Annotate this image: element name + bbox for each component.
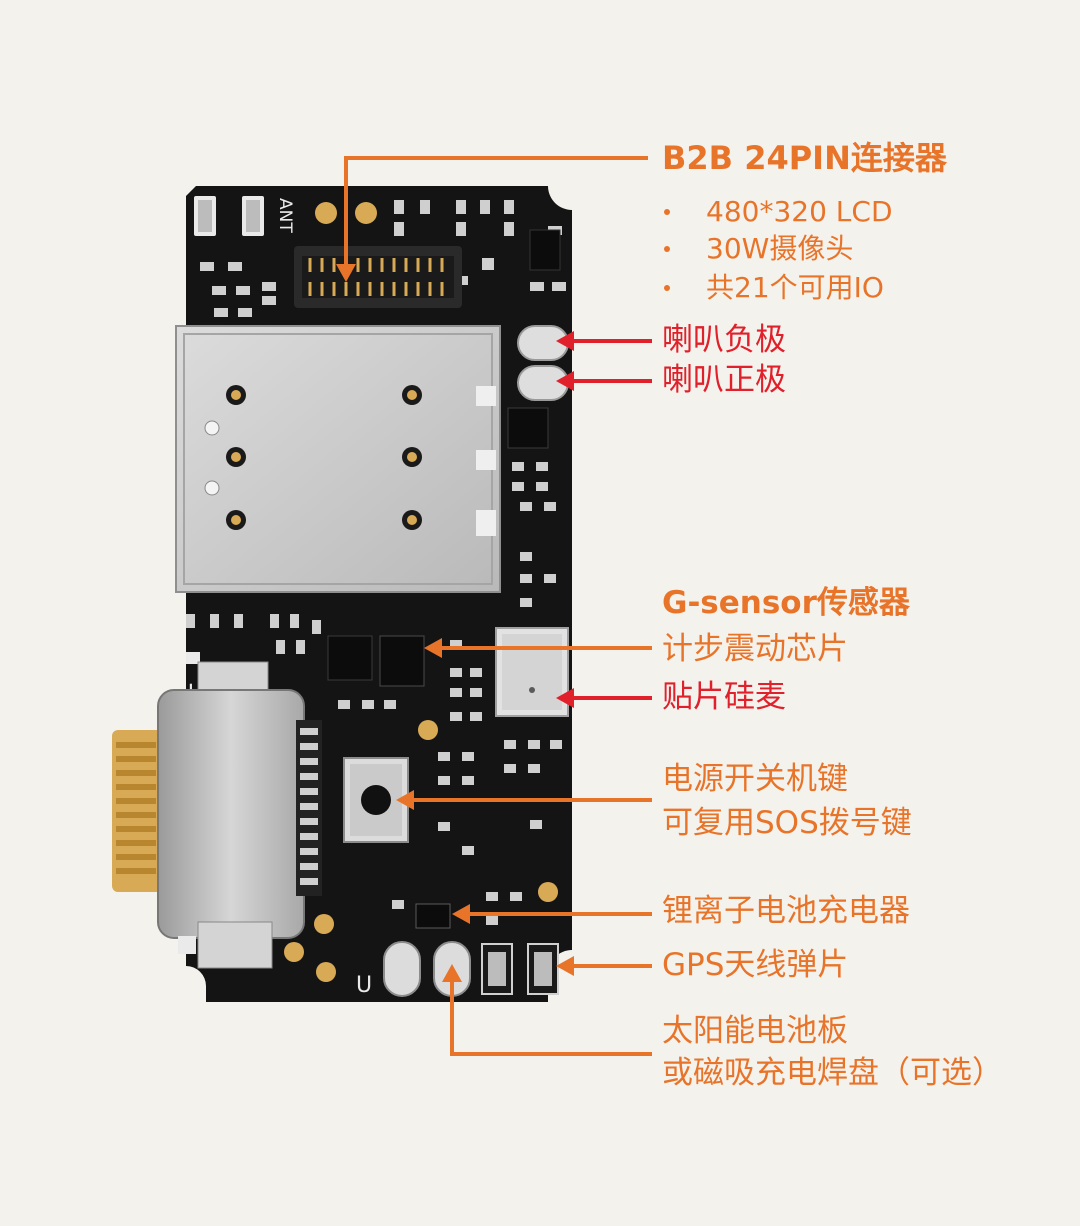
solar-arrowhead	[442, 964, 462, 982]
charger-chip	[415, 903, 451, 929]
b2b-bullet-dots	[664, 209, 670, 291]
mic-arrowhead	[556, 688, 574, 708]
b2b-bullet-camera: 30W摄像头	[706, 232, 854, 265]
gsensor-arrowhead	[424, 638, 442, 658]
power-key-line1: 电源开关机键	[662, 761, 848, 797]
b2b-arrowhead	[336, 264, 356, 282]
charger-label: 锂离子电池充电器	[662, 893, 910, 929]
gps-arrowhead	[556, 956, 574, 976]
solar-line2: 或磁吸充电焊盘（可选）	[662, 1055, 1003, 1091]
gps-label: GPS天线弹片	[662, 947, 849, 983]
gsensor-title: G-sensor传感器	[662, 585, 910, 621]
pcb-board: ANT	[112, 186, 572, 1002]
b2b-title: B2B 24PIN连接器	[662, 139, 947, 177]
b2b-bullet-io: 共21个可用IO	[706, 271, 884, 304]
b2b-bullet-lcd: 480*320 LCD	[706, 195, 893, 228]
power-button	[343, 757, 409, 843]
b2b-connector	[294, 246, 462, 308]
usb-c-connector	[112, 661, 322, 969]
leader-lines	[336, 156, 652, 1056]
charger-arrowhead	[452, 904, 470, 924]
power-key-arrowhead	[396, 790, 414, 810]
gsensor-subtitle: 计步震动芯片	[662, 631, 848, 667]
b2b-leader-line	[344, 156, 648, 272]
sim-card-shield	[175, 325, 501, 593]
silkscreen-ant: ANT	[275, 198, 295, 233]
speaker-pos-arrowhead	[556, 371, 574, 391]
solar-leader-line	[450, 976, 652, 1056]
gps-antenna-spring	[481, 943, 559, 995]
speaker-neg-arrowhead	[556, 331, 574, 351]
speaker-neg-label: 喇叭负极	[662, 322, 786, 358]
solar-line1: 太阳能电池板	[662, 1013, 848, 1049]
gsensor-chip	[379, 635, 425, 687]
mems-microphone	[495, 627, 569, 717]
power-key-line2: 可复用SOS拨号键	[662, 805, 912, 841]
silkscreen-u: U	[356, 973, 372, 998]
speaker-pos-label: 喇叭正极	[662, 362, 786, 398]
mic-label: 贴片硅麦	[662, 679, 786, 715]
